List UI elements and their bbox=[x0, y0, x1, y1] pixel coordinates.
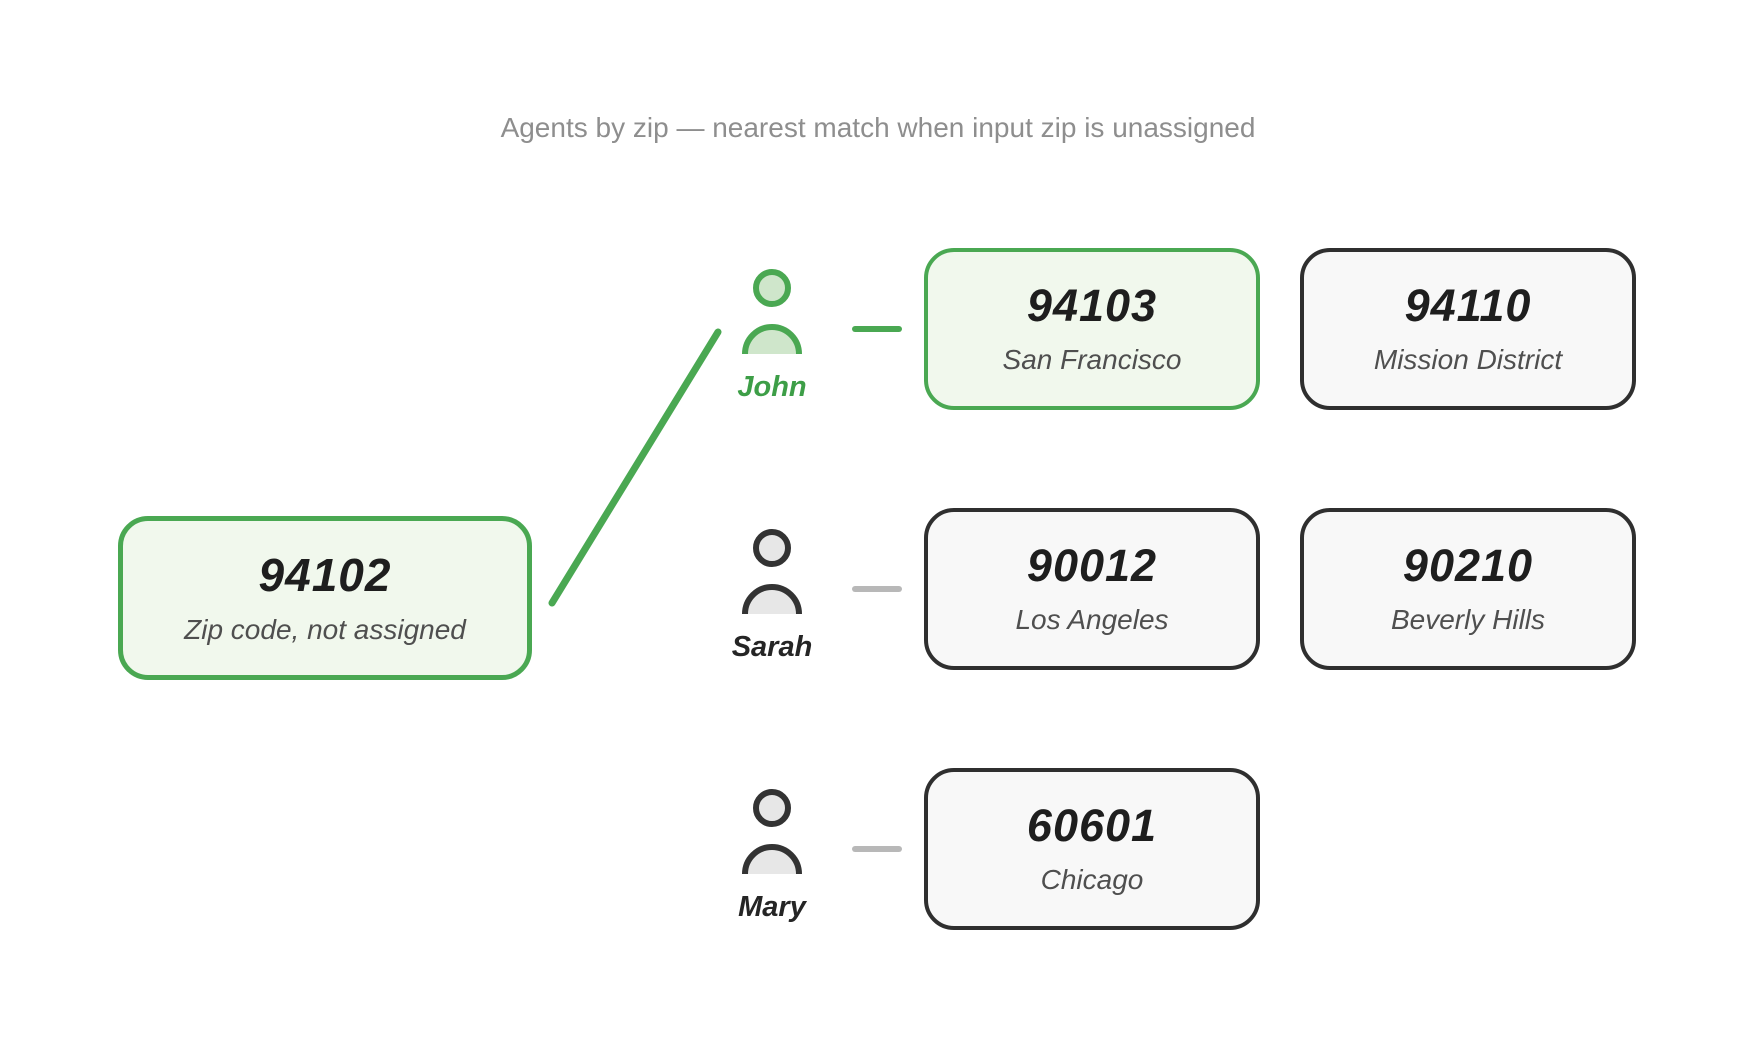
zip-code: 60601 bbox=[1026, 800, 1158, 852]
person-icon bbox=[742, 269, 802, 355]
person-head bbox=[753, 789, 791, 827]
person-head bbox=[753, 269, 791, 307]
zip-code: 90210 bbox=[1402, 540, 1534, 592]
person-body bbox=[742, 324, 802, 355]
link-dash-john bbox=[852, 326, 902, 332]
zip-code: 94103 bbox=[1026, 280, 1158, 332]
zip-city: Beverly Hills bbox=[1390, 603, 1546, 635]
input-zip-code: 94102 bbox=[258, 548, 392, 601]
zip-card-90210: 90210 Beverly Hills bbox=[1300, 508, 1636, 670]
person-body bbox=[742, 584, 802, 615]
input-zip-label: Zip code, not assigned bbox=[184, 613, 466, 645]
person-head bbox=[753, 529, 791, 567]
zip-card-94110: 94110 Mission District bbox=[1300, 248, 1636, 410]
zip-card-60601: 60601 Chicago bbox=[924, 768, 1260, 930]
input-zip-card: 94102 Zip code, not assigned bbox=[118, 516, 532, 680]
link-dash-mary bbox=[852, 846, 902, 852]
zip-city: San Francisco bbox=[1002, 343, 1182, 375]
zip-card-90012: 90012 Los Angeles bbox=[924, 508, 1260, 670]
zip-card-94103: 94103 San Francisco bbox=[924, 248, 1260, 410]
zip-city: Chicago bbox=[1040, 863, 1144, 895]
person-icon bbox=[742, 789, 802, 875]
zip-code: 90012 bbox=[1026, 540, 1158, 592]
agent-name-mary: Mary bbox=[738, 891, 806, 923]
person-body bbox=[742, 844, 802, 875]
diagram-title: Agents by zip — nearest match when input… bbox=[500, 112, 1256, 143]
link-dash-sarah bbox=[852, 586, 902, 592]
person-icon bbox=[742, 529, 802, 615]
agent-name-john: John bbox=[737, 371, 807, 403]
zip-city: Mission District bbox=[1373, 343, 1563, 375]
agent-name-sarah: Sarah bbox=[731, 631, 813, 663]
zip-city: Los Angeles bbox=[1015, 603, 1169, 635]
zip-code: 94110 bbox=[1404, 280, 1532, 332]
